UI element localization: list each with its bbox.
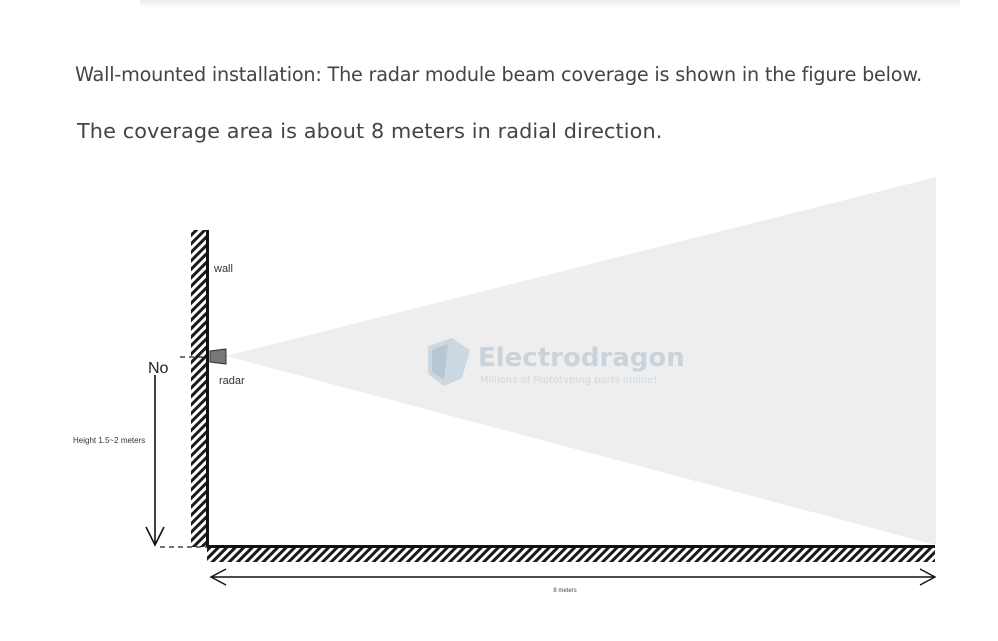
watermark: Electrodragon Millions of Prototyping pa… [428, 338, 685, 386]
watermark-tagline: Millions of Prototyping parts online! [480, 375, 658, 386]
height-arrow-head-icon [145, 526, 165, 547]
dragon-logo-icon [428, 338, 470, 386]
radar-label: radar [219, 375, 245, 387]
wall-label: wall [213, 263, 233, 275]
radar-icon [209, 348, 227, 365]
coverage-paragraph: The coverage area is about 8 meters in r… [77, 119, 663, 143]
range-arrow-right-head-icon [919, 568, 937, 586]
floor-hatch [207, 546, 935, 562]
height-label: Height 1.5~2 meters [73, 436, 145, 445]
top-shadow [140, 0, 960, 8]
beam-coverage [226, 177, 936, 545]
watermark-brand: Electrodragon [478, 343, 685, 373]
no-label: No [148, 360, 169, 377]
wall-hatch [191, 230, 207, 547]
range-arrow-left-head-icon [209, 568, 227, 586]
intro-paragraph: Wall-mounted installation: The radar mod… [75, 63, 922, 86]
range-label: 8 meters [553, 588, 576, 594]
